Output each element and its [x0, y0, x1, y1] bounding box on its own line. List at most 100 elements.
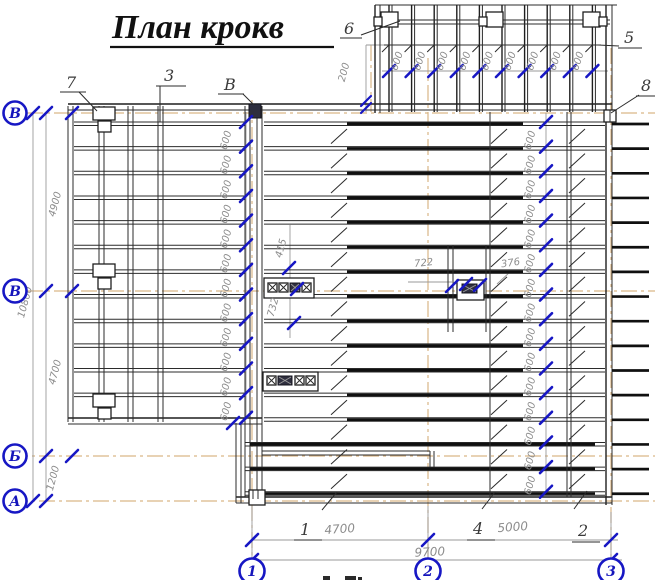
fixing-x	[302, 283, 311, 292]
dim-tick	[38, 493, 54, 509]
break-mark	[330, 276, 348, 292]
label-600-left: 600	[219, 154, 235, 175]
callout-6-leader	[360, 20, 401, 36]
break-mark	[490, 227, 508, 243]
callout-1-leader	[321, 491, 338, 511]
break-mark	[330, 375, 348, 391]
break-mark	[490, 153, 508, 169]
post-connector	[92, 393, 116, 408]
dim-tick	[538, 311, 554, 327]
label-600-left: 600	[219, 253, 235, 274]
dim-tick	[538, 114, 554, 130]
post-connector	[92, 263, 116, 278]
dim-tick	[538, 435, 554, 450]
break-mark	[490, 202, 508, 218]
dim-tick	[538, 336, 554, 352]
callout-3: 3	[164, 66, 174, 85]
chord-hook	[539, 44, 548, 53]
dim-tick	[381, 63, 397, 79]
dormer-post	[485, 11, 504, 28]
axis-bubble-label: 2	[422, 564, 433, 580]
dim-tick	[359, 101, 373, 115]
dim-tick	[238, 114, 254, 130]
break-mark	[568, 202, 586, 218]
axis-bubble	[2, 100, 28, 126]
dim-tick	[538, 139, 554, 154]
break-mark	[330, 399, 348, 416]
dim-tick	[538, 188, 554, 204]
chord-hook	[381, 44, 390, 53]
label-600-right: 600	[523, 278, 539, 299]
label-600-right: 600	[523, 154, 539, 175]
break-mark	[330, 449, 348, 465]
fixing-x	[268, 283, 277, 292]
axis-bubble-label: Б	[8, 449, 21, 465]
dim-tick	[238, 262, 254, 278]
axis-bubble	[2, 443, 28, 469]
post-connector	[97, 277, 112, 290]
break-mark	[330, 350, 348, 366]
break-mark	[330, 128, 348, 145]
callout-v-leader	[242, 93, 255, 106]
dim-9700: 9700	[414, 544, 446, 560]
axis-bubble	[2, 278, 28, 304]
label-600-right: 600	[523, 253, 539, 274]
label-600-left: 600	[219, 352, 235, 373]
label-600-right: 600	[523, 475, 539, 496]
dim-tick	[517, 63, 532, 79]
chord-hook	[585, 44, 593, 53]
break-mark	[330, 424, 348, 440]
break-mark	[568, 251, 586, 268]
break-mark	[490, 473, 508, 490]
break-mark	[330, 325, 348, 342]
dim-tick	[444, 278, 460, 294]
post-connector	[92, 106, 116, 121]
dim-5000: 5000	[497, 519, 529, 535]
dim-tick	[472, 63, 487, 79]
dim-tick	[538, 459, 554, 475]
dim-tick	[286, 315, 302, 331]
dim-tick	[281, 260, 297, 276]
dim-tick	[25, 105, 41, 121]
break-mark	[490, 350, 508, 366]
dim-1200: 1200	[45, 465, 62, 492]
dim-tick	[38, 105, 54, 121]
break-mark	[330, 227, 348, 243]
break-mark	[568, 276, 586, 292]
dim-tick	[538, 262, 554, 278]
label-600-right: 600	[523, 228, 539, 249]
caption-remnant	[345, 576, 356, 580]
dim-tick	[238, 311, 254, 327]
chord-hook	[472, 44, 480, 53]
axis-bubble-label: В	[8, 284, 21, 300]
chord-hook	[562, 44, 571, 53]
break-mark	[490, 276, 508, 292]
dim-tick	[238, 139, 254, 154]
callout-4-leader	[481, 491, 496, 510]
chord-hook	[426, 44, 435, 53]
break-mark	[490, 449, 508, 465]
label-600-left: 600	[219, 130, 235, 151]
dim-tick	[64, 448, 80, 464]
callout-7-leader	[78, 91, 98, 112]
axis-bubble-label: 3	[606, 564, 616, 580]
dim-4700-left: 4700	[47, 359, 64, 386]
break-mark	[568, 350, 586, 366]
axis-bubble	[2, 488, 28, 514]
axis-bubble-label: А	[8, 494, 20, 510]
fixing-x	[290, 283, 300, 292]
break-mark	[568, 128, 586, 145]
dim-tick	[238, 385, 254, 401]
dim-tick	[225, 415, 241, 431]
break-mark	[490, 375, 508, 391]
dim-415: 415	[274, 238, 290, 259]
fixing-x	[279, 283, 288, 292]
label-600-right: 600	[523, 179, 539, 200]
dim-4900: 4900	[47, 191, 64, 218]
fixing-x	[306, 376, 315, 385]
break-mark	[330, 153, 348, 169]
label-600-left: 600	[219, 302, 235, 323]
dim-tick	[449, 63, 465, 79]
